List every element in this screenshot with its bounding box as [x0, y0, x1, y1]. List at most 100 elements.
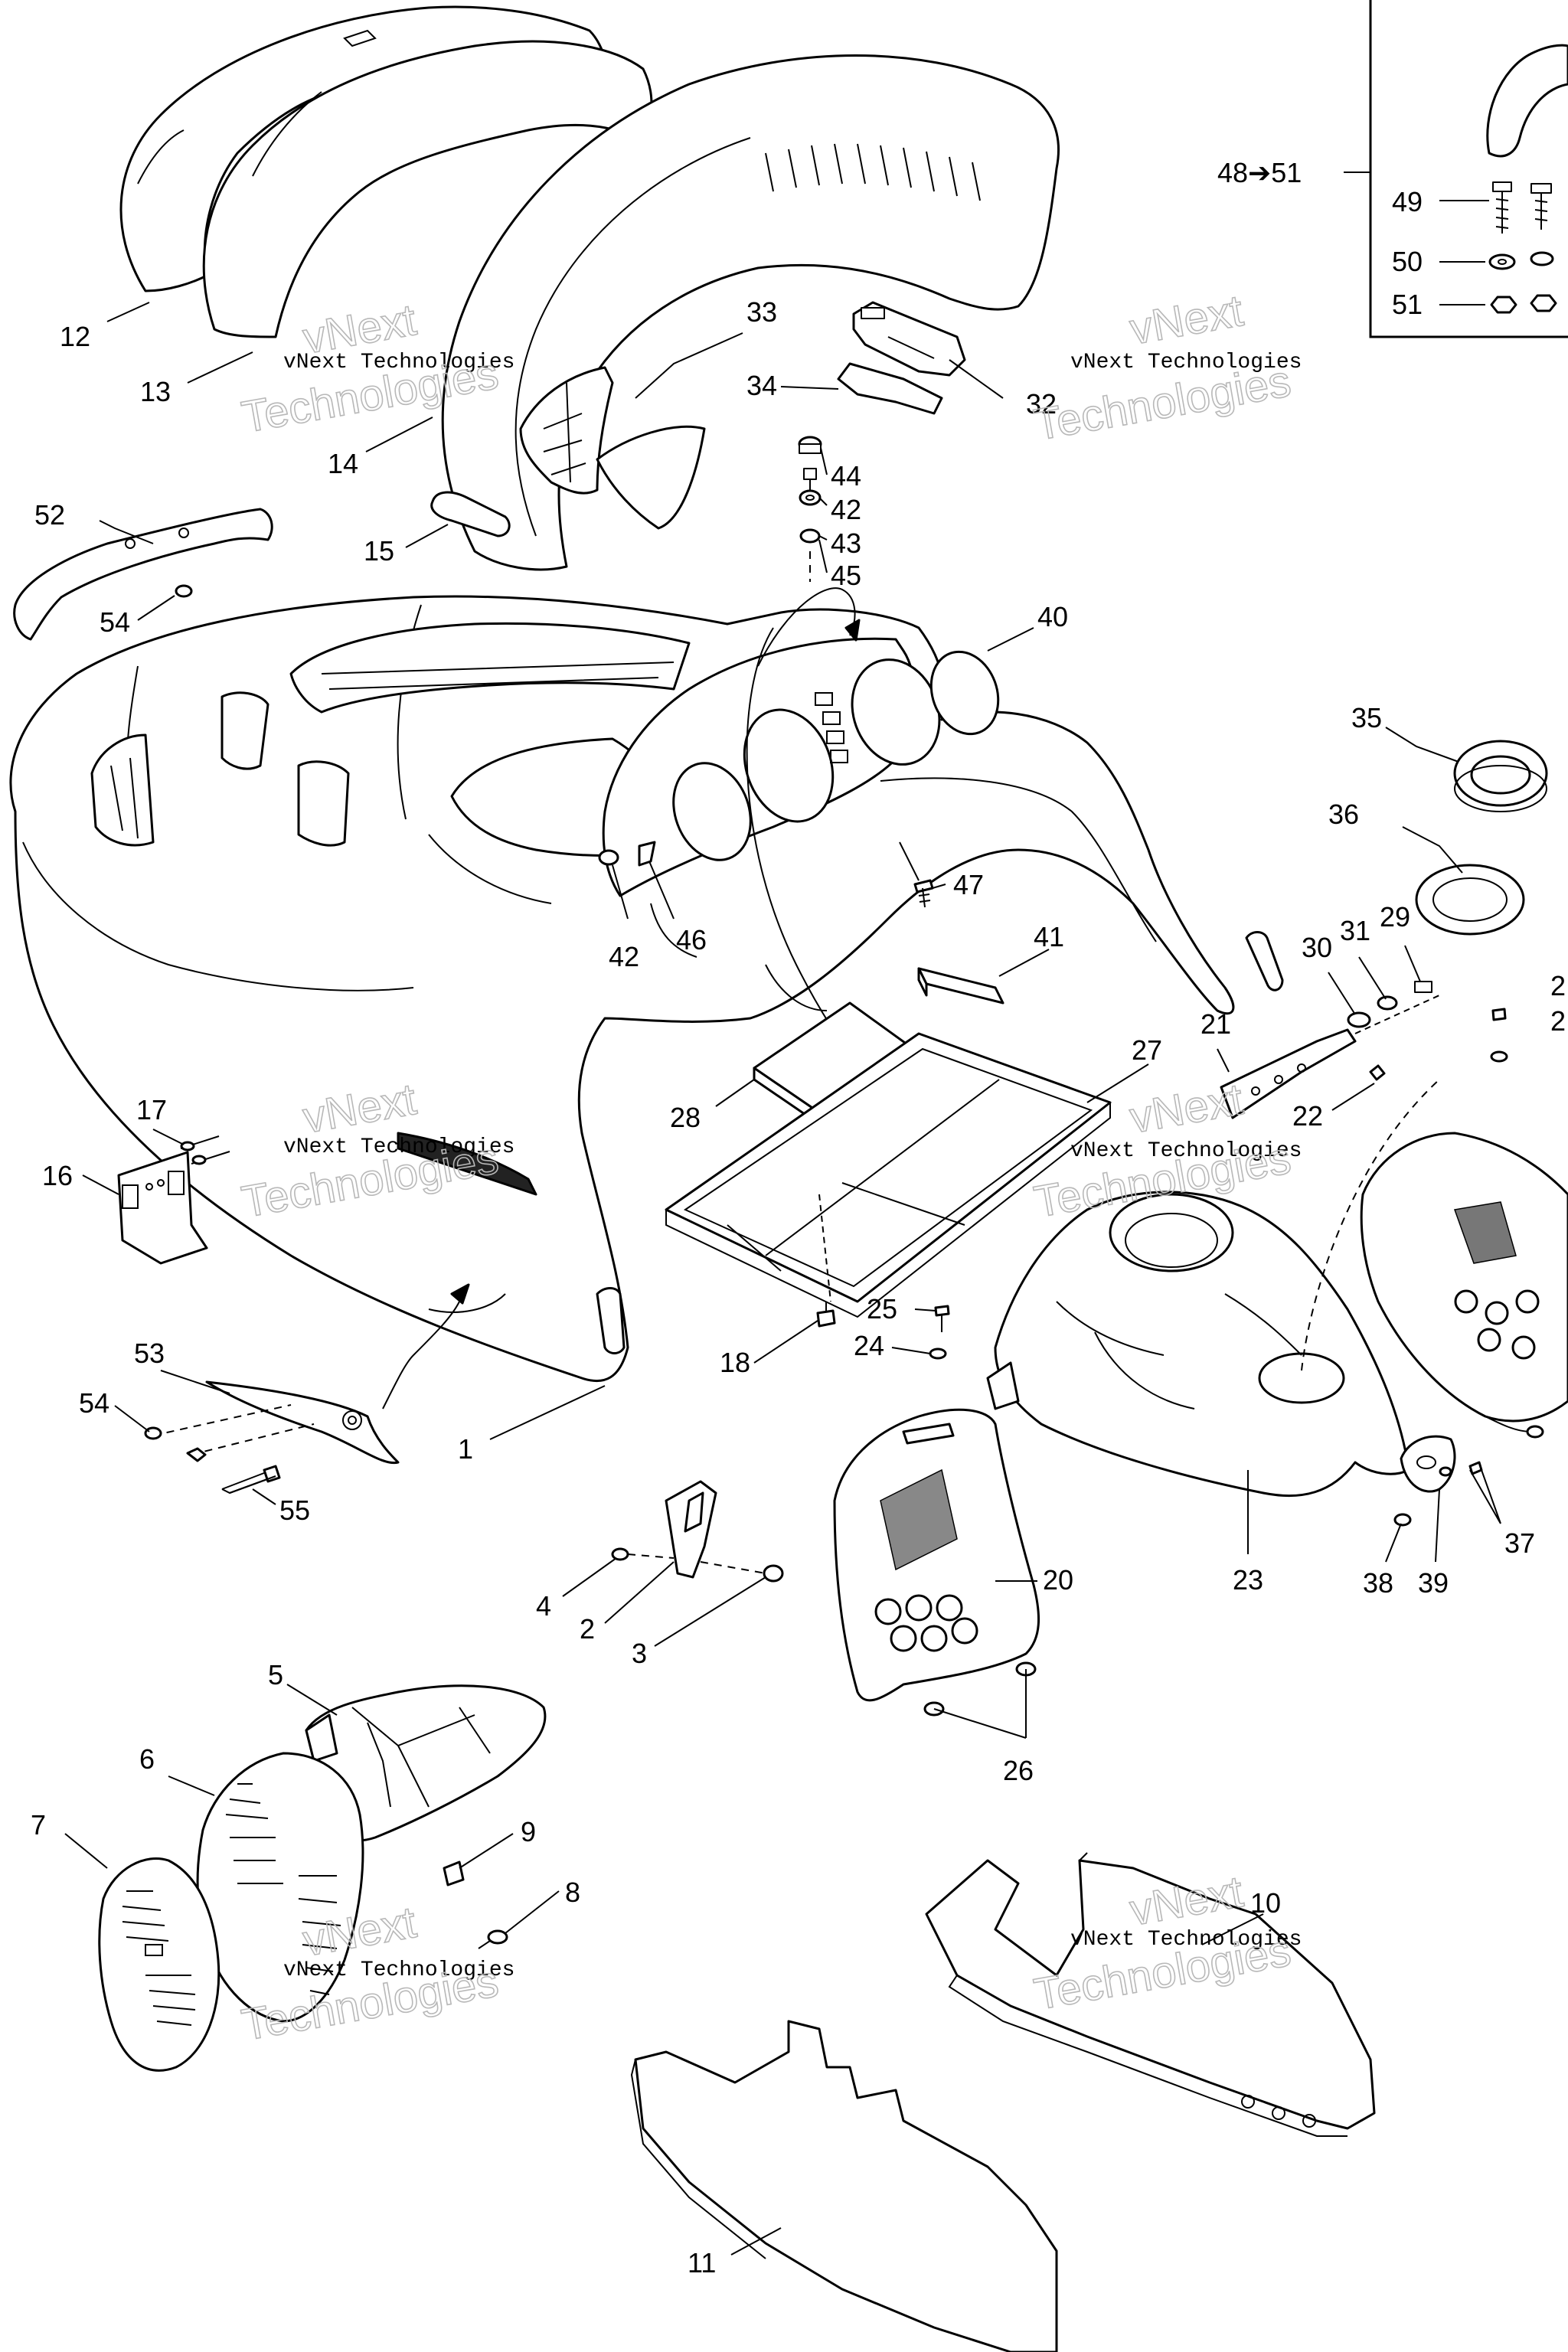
fastener-8 — [478, 1929, 508, 1949]
callout-35: 35 — [1351, 702, 1382, 733]
trim-53 — [152, 1380, 400, 1465]
callout-27: 27 — [1132, 1034, 1162, 1066]
callout-13: 13 — [140, 376, 171, 407]
callout-50: 50 — [1392, 246, 1423, 277]
nut-51 — [1490, 294, 1557, 314]
callout-37: 37 — [1504, 1527, 1535, 1559]
callout-11: 11 — [688, 2247, 716, 2278]
callout-12: 12 — [60, 321, 90, 352]
callout-17: 17 — [136, 1094, 167, 1125]
clip-9 — [443, 1860, 465, 1886]
callout-54a: 54 — [100, 606, 130, 638]
callout-28: 28 — [670, 1102, 701, 1133]
bolt-18 — [816, 1302, 836, 1328]
handle-15 — [430, 491, 511, 537]
callout-3: 3 — [632, 1638, 647, 1669]
callout-29: 29 — [1380, 901, 1410, 933]
hardware-37-39 — [1393, 1435, 1483, 1527]
watermark-text: vNext Technologies — [1070, 1139, 1302, 1163]
callout-32: 32 — [1026, 388, 1057, 420]
instrument-panel-40 — [598, 587, 1000, 1172]
ring-36 — [1415, 864, 1525, 936]
callout-52: 52 — [34, 499, 65, 531]
callout-42b: 42 — [609, 941, 639, 972]
screw-49 — [1492, 181, 1552, 234]
callout-7: 7 — [31, 1809, 46, 1841]
callout-55: 55 — [279, 1494, 310, 1526]
watermark-text: vNext Technologies — [1070, 1928, 1302, 1952]
callout-43: 43 — [831, 528, 861, 559]
callout-47: 47 — [953, 869, 984, 900]
console-23 — [986, 1191, 1410, 1498]
bracket-16 — [117, 1135, 230, 1265]
ring-35 — [1453, 740, 1548, 812]
callout-2-edge-b: 2 — [1550, 1005, 1566, 1037]
callout-38: 38 — [1363, 1567, 1393, 1599]
callout-31: 31 — [1340, 915, 1370, 946]
leader-lines — [64, 302, 1501, 2256]
callout-46: 46 — [676, 924, 707, 956]
callout-labels: 48➔51 49 50 51 12 13 14 15 33 34 32 52 5… — [31, 157, 1566, 2278]
callout-30: 30 — [1302, 932, 1332, 963]
callout-40: 40 — [1037, 601, 1068, 632]
callout-34: 34 — [746, 370, 777, 401]
callout-9: 9 — [521, 1816, 536, 1847]
hardware-inset-box — [1344, 0, 1568, 338]
callout-49: 49 — [1392, 186, 1423, 217]
nut-54 — [186, 1447, 207, 1462]
callout-36: 36 — [1328, 799, 1359, 830]
callout-2-edge-a: 2 — [1550, 970, 1566, 1001]
callout-1: 1 — [458, 1433, 473, 1465]
washer-50 — [1488, 251, 1554, 270]
callout-26: 26 — [1003, 1755, 1034, 1786]
callout-18: 18 — [720, 1347, 750, 1378]
callout-2: 2 — [580, 1613, 595, 1645]
bracket-33 — [519, 366, 706, 530]
callout-6: 6 — [139, 1743, 155, 1775]
fastener-stack — [798, 436, 822, 582]
side-panel-20 — [833, 1408, 1040, 1702]
callout-4: 4 — [536, 1590, 551, 1622]
bracket-52 — [13, 508, 273, 641]
foam-10 — [925, 1852, 1376, 2137]
side-panel-right — [1360, 1132, 1568, 1439]
callout-51: 51 — [1392, 289, 1423, 320]
watermark-text: vNext Technologies — [283, 1135, 514, 1159]
callout-33: 33 — [746, 296, 777, 328]
callout-24: 24 — [854, 1330, 884, 1361]
watermark-large: vNext — [1126, 286, 1246, 354]
trim-34 — [837, 362, 943, 415]
rivet-55 — [221, 1465, 281, 1494]
callout-14: 14 — [328, 448, 358, 479]
callout-21: 21 — [1200, 1008, 1231, 1040]
washer-54b — [144, 1426, 162, 1440]
callout-8: 8 — [565, 1877, 580, 1908]
callout-10: 10 — [1250, 1887, 1281, 1919]
callout-42a: 42 — [831, 494, 861, 525]
tray-27 — [665, 1032, 1112, 1318]
callout-15: 15 — [364, 535, 394, 567]
callout-20: 20 — [1043, 1564, 1073, 1596]
clip-2-4 — [611, 1480, 784, 1583]
nut-22 — [1369, 1064, 1386, 1081]
foam-11 — [630, 2020, 1058, 2352]
callout-48-51: 48➔51 — [1217, 157, 1302, 188]
callout-22: 22 — [1292, 1100, 1323, 1132]
callout-45: 45 — [831, 560, 861, 591]
hood-1 — [9, 595, 1284, 1410]
callout-44: 44 — [831, 460, 861, 492]
callout-23: 23 — [1233, 1564, 1263, 1596]
callout-5: 5 — [268, 1659, 283, 1690]
fasteners-29-31 — [1347, 981, 1432, 1028]
callout-53: 53 — [134, 1338, 165, 1369]
callout-54b: 54 — [79, 1387, 109, 1419]
pad-41 — [917, 967, 1004, 1004]
watermark-large: vNext — [1126, 1074, 1246, 1143]
bracket-21 — [1220, 995, 1440, 1119]
callout-39: 39 — [1418, 1567, 1449, 1599]
callout-41: 41 — [1034, 921, 1064, 952]
watermark-text: vNext Technologies — [283, 1958, 514, 1982]
watermark-text: vNext Technologies — [1070, 351, 1302, 374]
callout-16: 16 — [42, 1160, 73, 1191]
